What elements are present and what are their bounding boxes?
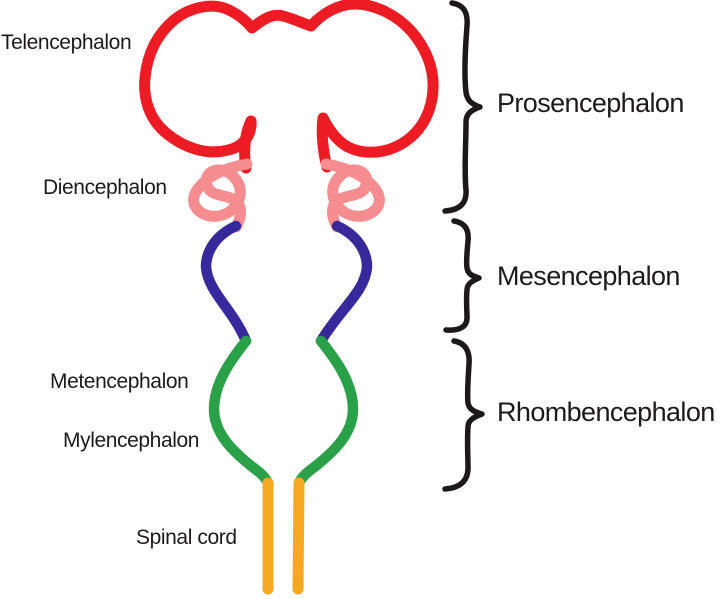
mesencephalon-label: Mesencephalon <box>497 261 680 291</box>
diencephalon-right-loop <box>320 158 385 233</box>
rhombencephalon-label: Rhombencephalon <box>497 397 715 427</box>
mesencephalon-right-wall <box>315 220 373 347</box>
spinal-cord-label: Spinal cord <box>136 526 237 549</box>
mylencephalon-label: Mylencephalon <box>63 429 200 452</box>
metencephalon-mylencephalon-left-wall <box>208 335 274 489</box>
telencephalon-label: Telencephalon <box>1 31 132 54</box>
telencephalon-outline <box>139 0 439 174</box>
mesencephalon-left-wall <box>200 220 252 347</box>
metencephalon-label: Metencephalon <box>50 370 189 393</box>
metencephalon-mylencephalon-right-wall <box>293 335 359 489</box>
spinal-cord-right-wall <box>292 477 305 595</box>
prosencephalon-brace <box>442 0 483 214</box>
prosencephalon-label: Prosencephalon <box>497 88 684 118</box>
diencephalon-left-loop <box>188 158 253 233</box>
mesencephalon-brace <box>443 218 482 333</box>
rhombencephalon-brace <box>442 338 485 492</box>
diencephalon-label: Diencephalon <box>43 176 167 199</box>
